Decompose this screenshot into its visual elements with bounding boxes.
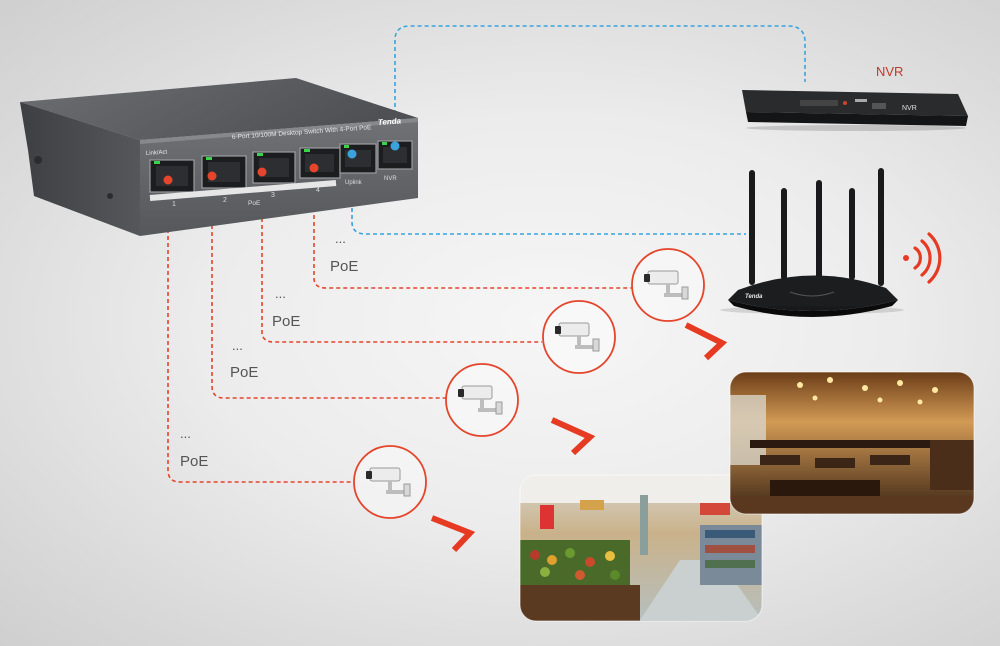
router-antenna-1 xyxy=(749,170,755,285)
poe-plug-2 xyxy=(207,171,217,181)
camera-circle-2 xyxy=(445,363,519,437)
nvr-port-label: NVR xyxy=(384,176,397,182)
port-number-2: 2 xyxy=(223,197,227,204)
poe-plug-4 xyxy=(309,163,319,173)
poe-line-port1 xyxy=(167,180,353,483)
switch-port-2 xyxy=(201,155,247,189)
link-act-label: Link/Act xyxy=(146,149,168,156)
poe-line-port3 xyxy=(261,176,542,343)
restaurant-photo xyxy=(730,372,974,514)
cctv-camera-icon xyxy=(644,270,689,300)
wifi-router: Tenda xyxy=(720,168,904,317)
cctv-camera-icon xyxy=(366,467,411,497)
uplink-plug xyxy=(347,149,357,159)
supermarket-photo xyxy=(520,475,762,621)
router-uplink-line xyxy=(351,152,746,235)
camera-circle-3 xyxy=(542,300,616,374)
router-antenna-5 xyxy=(878,168,884,286)
poe-switch: 6-Port 10/100M Desktop Switch With 4-Por… xyxy=(20,78,418,236)
router-antenna-4 xyxy=(849,188,855,280)
chevron-right-arrow-icon xyxy=(430,515,476,553)
nvr-plug xyxy=(390,141,400,151)
router-antenna-2 xyxy=(781,188,787,280)
nvr-title: NVR xyxy=(876,64,903,79)
poe-label-2: PoE xyxy=(230,364,258,381)
poe-dots-4: ... xyxy=(335,231,346,246)
poe-dots-1: ... xyxy=(180,426,191,441)
poe-line-port4 xyxy=(313,180,632,289)
switch-port-uplink xyxy=(339,143,377,174)
poe-plug-3 xyxy=(257,167,267,177)
camera-circle-4 xyxy=(631,248,705,322)
wifi-signal-icon xyxy=(903,232,942,284)
poe-group-label: PoE xyxy=(248,200,261,207)
cctv-camera-icon xyxy=(458,385,503,415)
poe-label-4: PoE xyxy=(330,258,358,275)
switch-brand-logo: Tenda xyxy=(378,116,402,127)
cctv-camera-icon xyxy=(555,322,600,352)
nvr-device: NVR xyxy=(742,90,968,131)
poe-plug-1 xyxy=(163,175,173,185)
chevron-right-arrow-icon xyxy=(684,322,728,361)
switch-port-3 xyxy=(252,151,296,184)
router-antenna-3 xyxy=(816,180,822,280)
camera-circle-1 xyxy=(353,445,427,519)
port-number-1: 1 xyxy=(172,201,176,208)
port-number-4: 4 xyxy=(316,187,320,194)
nvr-device-label: NVR xyxy=(902,105,917,112)
port-number-3: 3 xyxy=(271,192,275,199)
poe-label-3: PoE xyxy=(272,313,300,330)
kensington-lock-icon xyxy=(34,156,42,164)
screw-icon xyxy=(107,193,113,199)
chevron-right-arrow-icon xyxy=(550,417,596,456)
poe-label-1: PoE xyxy=(180,453,208,470)
router-brand-logo: Tenda xyxy=(745,294,763,300)
poe-dots-3: ... xyxy=(275,286,286,301)
uplink-port-label: Uplink xyxy=(345,180,363,186)
switch-port-4 xyxy=(299,147,341,179)
nvr-uplink-line xyxy=(394,25,806,142)
switch-port-1 xyxy=(149,159,195,193)
poe-dots-2: ... xyxy=(232,338,243,353)
poe-line-port2 xyxy=(211,176,446,399)
